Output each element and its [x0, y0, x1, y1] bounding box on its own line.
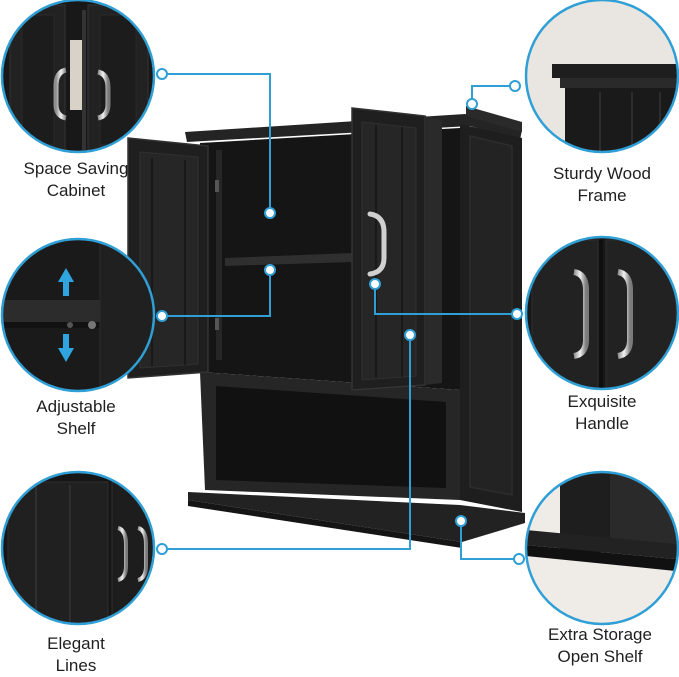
label-extra-storage-open-shelf: Extra Storage Open Shelf — [524, 624, 676, 668]
callout-connectors — [162, 73, 519, 560]
connector-handle — [374, 284, 517, 315]
label-elegant-lines: Elegant Lines — [3, 633, 149, 677]
detail-circle-sturdy-frame — [524, 0, 679, 154]
detail-circle-elegant-lines — [0, 470, 156, 626]
detail-circle-open-shelf — [524, 470, 679, 626]
label-sturdy-wood-frame: Sturdy Wood Frame — [528, 163, 676, 207]
label-line: Open Shelf — [557, 647, 643, 666]
label-line: Exquisite — [567, 392, 637, 411]
label-line: Shelf — [56, 419, 96, 438]
callout-dots — [156, 68, 525, 565]
connector-sturdy-frame — [471, 85, 515, 104]
arrow-up-icon — [58, 268, 74, 296]
label-line: Extra Storage — [548, 625, 652, 644]
connector-adjustable-shelf — [162, 270, 271, 317]
detail-circle-space-saving — [0, 0, 156, 154]
adjustable-shelf-board — [225, 253, 352, 266]
detail-circle-adjustable-shelf — [0, 237, 156, 393]
connector-open-shelf — [460, 521, 519, 560]
label-line: Handle — [575, 414, 629, 433]
label-space-saving-cabinet: Space Saving Cabinet — [3, 158, 149, 202]
cabinet-bottom-board — [188, 492, 525, 542]
detail-circle-handle — [524, 235, 679, 391]
connector-elegant-lines — [162, 335, 411, 550]
label-line: Cabinet — [46, 181, 106, 200]
label-line: Sturdy Wood — [553, 164, 651, 183]
label-adjustable-shelf: Adjustable Shelf — [3, 396, 149, 440]
label-line: Adjustable — [36, 397, 116, 416]
label-line: Frame — [577, 186, 627, 205]
label-exquisite-handle: Exquisite Handle — [528, 391, 676, 435]
arrow-down-icon — [58, 334, 74, 362]
connector-space-saving — [162, 73, 271, 213]
door-handle — [367, 211, 387, 277]
cabinet-illustration — [127, 106, 525, 548]
label-line: Elegant — [47, 634, 105, 653]
label-line: Lines — [55, 656, 97, 675]
label-line: Space Saving — [23, 159, 129, 178]
